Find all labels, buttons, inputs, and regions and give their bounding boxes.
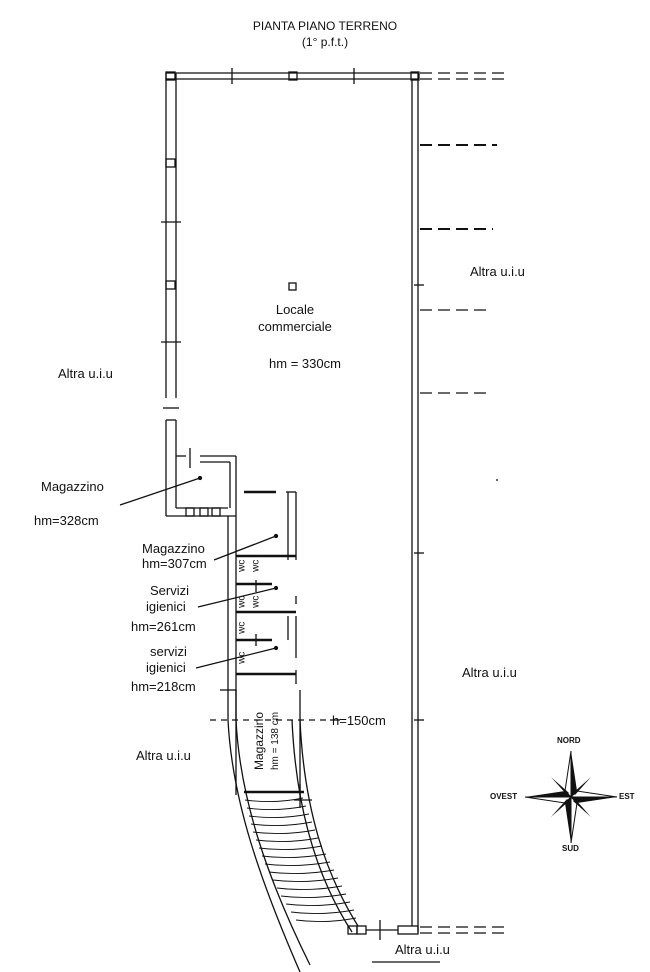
room-height-servizi-1: hm=261cm [131, 619, 196, 634]
pillar [356, 925, 367, 935]
compass-east-label: EST [619, 792, 635, 801]
pillar [288, 71, 298, 81]
pillar [165, 280, 176, 290]
pillar [397, 925, 419, 935]
pillar [199, 507, 209, 517]
compass-west-label: OVEST [490, 792, 518, 801]
ramp-right-inner [291, 719, 353, 933]
compass-south-label: SUD [562, 844, 579, 853]
leader-line [213, 535, 277, 561]
leader-line [195, 647, 277, 669]
room-name-igienici-1: igienici [146, 599, 186, 614]
pillar [211, 507, 221, 517]
room-name-locale: Locale [275, 302, 315, 317]
room-height-servizi-2: hm=218cm [131, 679, 196, 694]
wc-label: wc [250, 559, 262, 572]
ramp-right-outer [299, 719, 359, 927]
pillar [165, 71, 176, 81]
pillar [185, 507, 195, 517]
wc-label: wc [236, 559, 248, 572]
pillar [410, 71, 420, 81]
leader-line [119, 477, 201, 506]
leader-dot [273, 533, 279, 539]
room-height-magazzino-3: hm = 138 cm [270, 711, 281, 770]
leader-line [197, 587, 277, 608]
room-name-igienici-2: igienici [146, 660, 186, 675]
room-name-commerciale: commerciale [258, 319, 332, 334]
leader-dot [197, 475, 203, 481]
pillar [165, 158, 176, 168]
plan-subtitle: (1° p.f.t.) [301, 35, 349, 49]
neighbor-unit-right-bottom: Altra u.i.u [462, 665, 517, 680]
leader-dot [273, 585, 279, 591]
compass-north-label: NORD [557, 736, 581, 745]
neighbor-unit-left-bottom: Altra u.i.u [136, 748, 191, 763]
ramp-left-outer [227, 719, 301, 972]
ramp-hatching [244, 797, 357, 923]
wc-label: wc [236, 595, 248, 608]
room-name-servizi-1: Servizi [150, 583, 190, 598]
neighbor-unit-bottom: Altra u.i.u [395, 942, 450, 957]
compass-rose-icon [524, 750, 618, 844]
height-label: h=150cm [332, 713, 386, 728]
plan-title: PIANTA PIANO TERRENO [252, 19, 398, 33]
center-pillar [288, 282, 297, 291]
room-height-magazzino-1: hm=328cm [34, 513, 99, 528]
room-name-magazzino-3: Magazzino [252, 711, 266, 770]
wc-label: wc [236, 651, 248, 664]
wc-label: wc [250, 595, 262, 608]
room-height-locale: hm = 330cm [269, 356, 341, 371]
room-name-servizi-2: servizi [150, 644, 187, 659]
neighbor-unit-left: Altra u.i.u [58, 366, 113, 381]
room-height-magazzino-2: hm=307cm [142, 556, 207, 571]
room-name-magazzino-2: Magazzino [142, 541, 205, 556]
leader-dot [273, 645, 279, 651]
neighbor-unit-right-top: Altra u.i.u [470, 264, 525, 279]
room-name-magazzino-1: Magazzino [41, 479, 104, 494]
wc-label: wc [236, 621, 248, 634]
